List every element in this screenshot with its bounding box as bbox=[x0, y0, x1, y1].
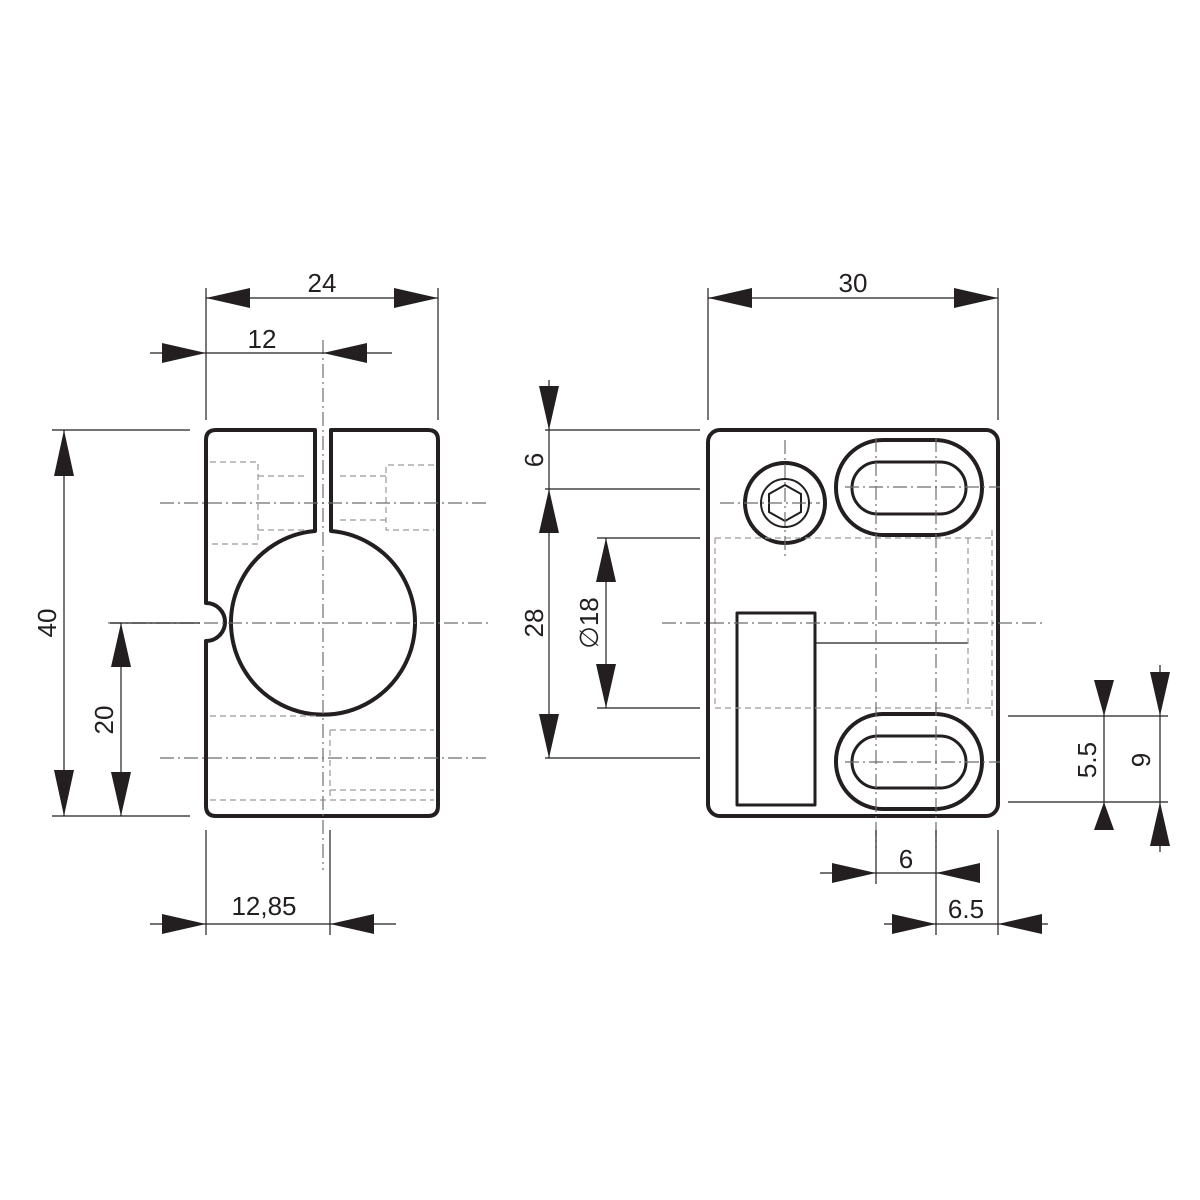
lower-slot-outer bbox=[834, 712, 984, 811]
front-dim-bottom-offset: 12,85 bbox=[231, 891, 296, 921]
front-body-outline bbox=[204, 428, 440, 818]
front-dim-half-width: 12 bbox=[248, 324, 277, 354]
side-dim-top-offset: 6 bbox=[519, 453, 549, 467]
upper-slot-inner bbox=[850, 460, 968, 516]
front-extension-lines bbox=[52, 288, 439, 935]
front-view: 24 12 40 20 12,85 bbox=[32, 268, 488, 935]
side-view: 30 6 28 ∅18 5.5 9 6 6.5 bbox=[519, 268, 1170, 935]
side-dim-slot-center: 6 bbox=[899, 844, 913, 874]
side-dim-slot-edge: 6.5 bbox=[948, 894, 984, 924]
front-dim-center-height: 20 bbox=[89, 706, 119, 735]
front-dim-height-total: 40 bbox=[32, 609, 62, 638]
side-extension-lines bbox=[545, 288, 1168, 935]
front-hidden-lines bbox=[210, 461, 434, 801]
side-dim-hole-spacing: 28 bbox=[519, 609, 549, 638]
key-insert bbox=[735, 611, 817, 807]
upper-slot-outer bbox=[834, 438, 984, 537]
side-centerlines bbox=[662, 438, 1045, 848]
side-dim-bore-diameter: ∅18 bbox=[574, 597, 604, 649]
front-centerlines bbox=[108, 340, 488, 870]
side-dim-slot-width: 5.5 bbox=[1072, 742, 1102, 778]
front-dim-width-total: 24 bbox=[308, 268, 337, 298]
side-dim-width-total: 30 bbox=[839, 268, 868, 298]
side-dim-slot-outer: 9 bbox=[1126, 753, 1156, 767]
